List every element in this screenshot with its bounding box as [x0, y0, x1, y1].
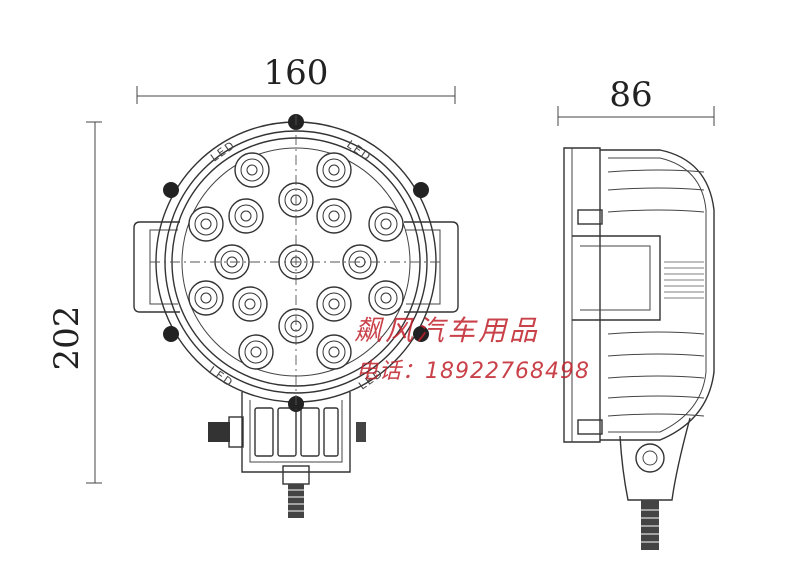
depth-dimension: 86	[557, 75, 715, 126]
height-dimension: 202	[47, 121, 102, 484]
led	[278, 308, 314, 344]
led	[316, 152, 352, 188]
led	[188, 280, 224, 316]
fin	[607, 187, 705, 191]
watermark-shop-name: 飙风汽车用品	[354, 314, 540, 347]
depth-label: 86	[609, 75, 652, 115]
led	[316, 198, 352, 234]
width-dimension: 160	[136, 53, 456, 104]
fin	[607, 375, 705, 379]
led	[316, 286, 352, 322]
led	[316, 334, 352, 370]
led	[368, 280, 404, 316]
led	[368, 206, 404, 242]
height-label: 202	[47, 306, 87, 371]
led	[238, 334, 274, 370]
led	[234, 152, 270, 188]
watermark-phone: 电话：18922768498	[356, 359, 590, 384]
led	[188, 206, 224, 242]
fin	[607, 395, 705, 399]
led-array	[188, 152, 404, 370]
fin	[607, 413, 705, 417]
width-label: 160	[264, 53, 329, 93]
led	[232, 286, 268, 322]
fin	[607, 331, 705, 335]
fin	[607, 353, 705, 357]
side-view	[563, 147, 715, 550]
led	[228, 198, 264, 234]
fin	[607, 209, 705, 213]
watermark: 飙风汽车用品 电话：18922768498	[354, 314, 590, 384]
cooling-fins	[607, 169, 705, 417]
fin	[607, 169, 705, 173]
